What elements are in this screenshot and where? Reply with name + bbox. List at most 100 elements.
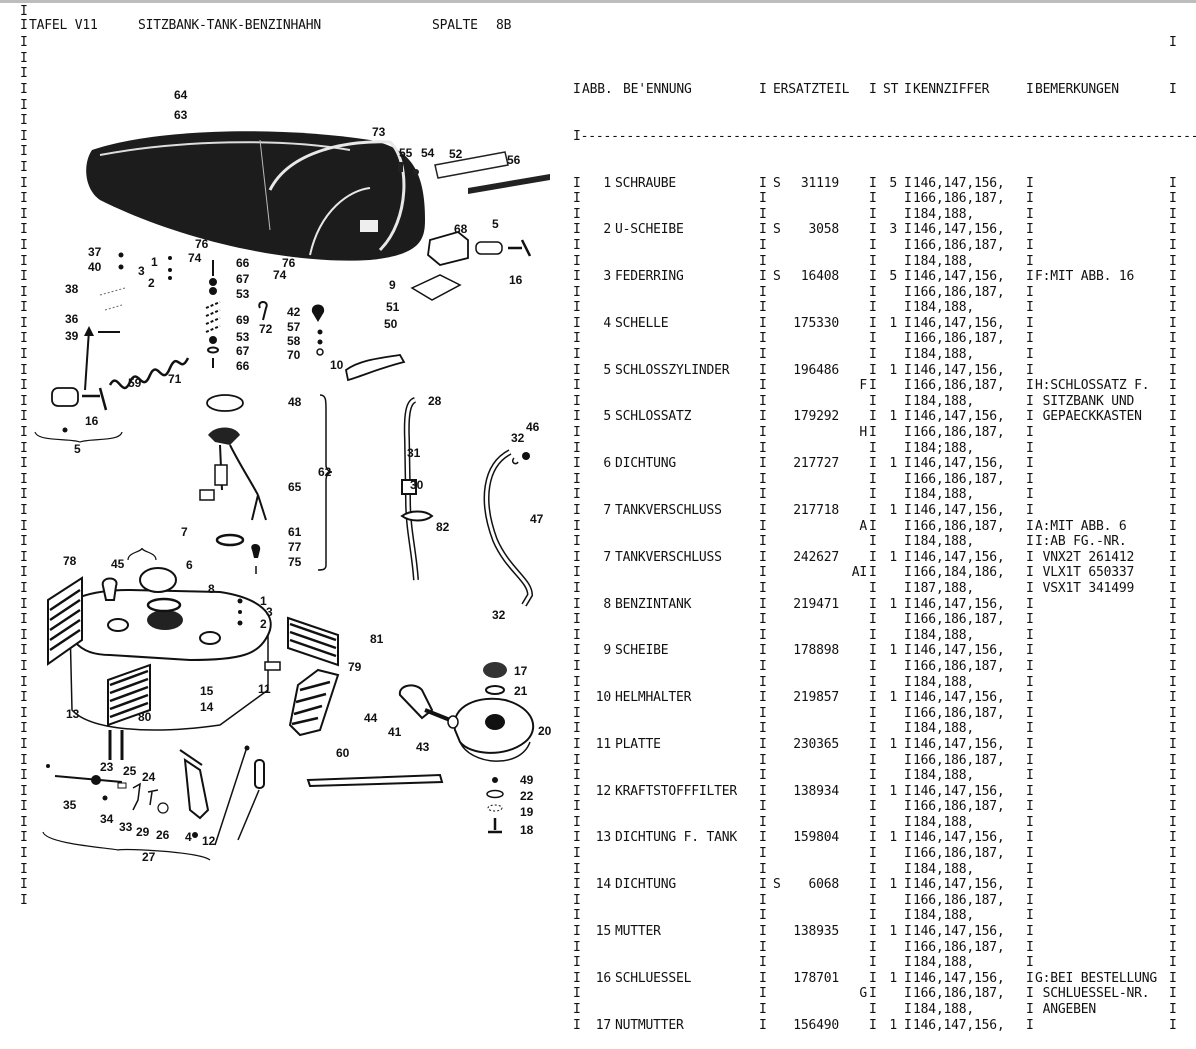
part-name: NUTMUTTER bbox=[615, 1017, 684, 1033]
border-glyph: I bbox=[20, 549, 28, 565]
column-divider: I bbox=[573, 549, 581, 565]
kennziffer-values: 146,147,156, bbox=[913, 315, 1005, 331]
kennziffer-values: 166,186,187, bbox=[913, 752, 1005, 768]
callout-3-tank: 3 bbox=[266, 605, 273, 619]
column-divider: I bbox=[904, 565, 912, 581]
border-glyph: I bbox=[20, 674, 28, 690]
kennziffer-values: 166,186,187, bbox=[913, 191, 1005, 207]
column-divider: I bbox=[904, 768, 912, 784]
kennziffer-values: 146,147,156, bbox=[913, 409, 1005, 425]
kennziffer-values: 184,188, bbox=[913, 393, 975, 409]
column-divider: I bbox=[869, 549, 877, 565]
column-divider: I bbox=[869, 440, 877, 456]
column-divider: I bbox=[759, 237, 767, 253]
column-divider: I bbox=[573, 503, 581, 518]
column-divider: I bbox=[869, 752, 877, 768]
kennziffer-values: 184,188, bbox=[913, 627, 975, 643]
column-divider: I bbox=[904, 596, 912, 612]
border-glyph: I bbox=[20, 783, 28, 799]
callout-82: 82 bbox=[436, 520, 450, 534]
border-glyph: I bbox=[20, 175, 28, 191]
column-divider: I bbox=[573, 331, 581, 347]
column-divider: I bbox=[759, 565, 767, 581]
kennziffer-values: 166,186,187, bbox=[913, 331, 1005, 347]
part-number: 31119 bbox=[800, 175, 839, 191]
col-header-st: ST bbox=[883, 81, 899, 97]
column-divider: I bbox=[759, 206, 767, 222]
column-divider: I bbox=[1026, 846, 1034, 862]
quantity: 1 bbox=[889, 924, 897, 940]
quantity: 1 bbox=[889, 549, 897, 565]
column-divider: I bbox=[573, 487, 581, 503]
kennziffer-values: 146,147,156, bbox=[913, 269, 1005, 285]
quantity: 1 bbox=[889, 736, 897, 752]
callout-57: 57 bbox=[287, 320, 301, 334]
column-divider: I bbox=[1169, 440, 1177, 456]
border-glyph: I bbox=[20, 393, 28, 409]
column-divider: I bbox=[904, 627, 912, 643]
column-divider: I bbox=[904, 518, 912, 534]
remark-text: VSX1T 341499 bbox=[1035, 580, 1135, 596]
column-divider: I bbox=[1169, 627, 1177, 643]
callout-32-top: 32 bbox=[511, 431, 525, 445]
callout-33: 33 bbox=[119, 820, 133, 834]
column-divider: I bbox=[1169, 939, 1177, 955]
abb-number: 3 bbox=[603, 269, 611, 285]
column-divider: I bbox=[759, 674, 767, 690]
callout-34: 34 bbox=[100, 812, 114, 826]
callout-50: 50 bbox=[384, 317, 398, 331]
column-divider: I bbox=[573, 736, 581, 752]
column-divider: I bbox=[573, 1002, 581, 1017]
callout-67-top: 67 bbox=[236, 272, 250, 286]
callout-13: 13 bbox=[66, 707, 80, 721]
column-divider: I bbox=[1169, 409, 1177, 425]
kennziffer-values: 166,186,187, bbox=[913, 471, 1005, 487]
column-divider: I bbox=[573, 705, 581, 721]
column-divider: I bbox=[869, 362, 877, 378]
remark-text: G:BEI BESTELLUNG bbox=[1035, 970, 1158, 986]
column-divider: I bbox=[1169, 284, 1177, 300]
column-divider: I bbox=[1026, 768, 1034, 784]
part-name: FEDERRING bbox=[615, 269, 684, 285]
column-divider: I bbox=[904, 580, 912, 596]
callout-67-bottom: 67 bbox=[236, 344, 250, 358]
column-divider: I bbox=[1169, 565, 1177, 581]
callout-56: 56 bbox=[507, 153, 521, 167]
column-divider: I bbox=[1169, 269, 1177, 285]
column-divider: I bbox=[869, 191, 877, 207]
border-glyph: I bbox=[20, 487, 28, 503]
part-name: SCHRAUBE bbox=[615, 175, 677, 191]
border-glyph: I bbox=[20, 721, 28, 737]
callout-8: 8 bbox=[208, 582, 215, 596]
page-header: I TAFEL V11 SITZBANK-TANK-BENZINHAHN SPA… bbox=[20, 18, 511, 112]
callout-74-left: 74 bbox=[188, 251, 202, 265]
column-divider: I bbox=[1026, 191, 1034, 207]
column-divider: I bbox=[869, 269, 877, 285]
column-divider: I bbox=[869, 877, 877, 893]
column-divider: I bbox=[904, 315, 912, 331]
column-divider: I bbox=[904, 705, 912, 721]
callout-20: 20 bbox=[538, 724, 552, 738]
column-divider: I bbox=[1026, 1002, 1034, 1017]
border-glyph: I bbox=[20, 347, 28, 363]
column-divider: I bbox=[904, 783, 912, 799]
column-divider: I bbox=[1026, 440, 1034, 456]
abb-number: 5 bbox=[603, 409, 611, 425]
column-divider: I bbox=[904, 814, 912, 830]
column-divider: I bbox=[1026, 955, 1034, 971]
quantity: 1 bbox=[889, 643, 897, 659]
column-divider: I bbox=[1026, 814, 1034, 830]
column-divider: I bbox=[1169, 799, 1177, 815]
callout-16-bottom: 16 bbox=[85, 414, 99, 428]
column-divider: I bbox=[1169, 503, 1177, 518]
kennziffer-values: 184,188, bbox=[913, 347, 975, 363]
callout-16-top: 16 bbox=[509, 273, 523, 287]
column-divider: I bbox=[759, 783, 767, 799]
